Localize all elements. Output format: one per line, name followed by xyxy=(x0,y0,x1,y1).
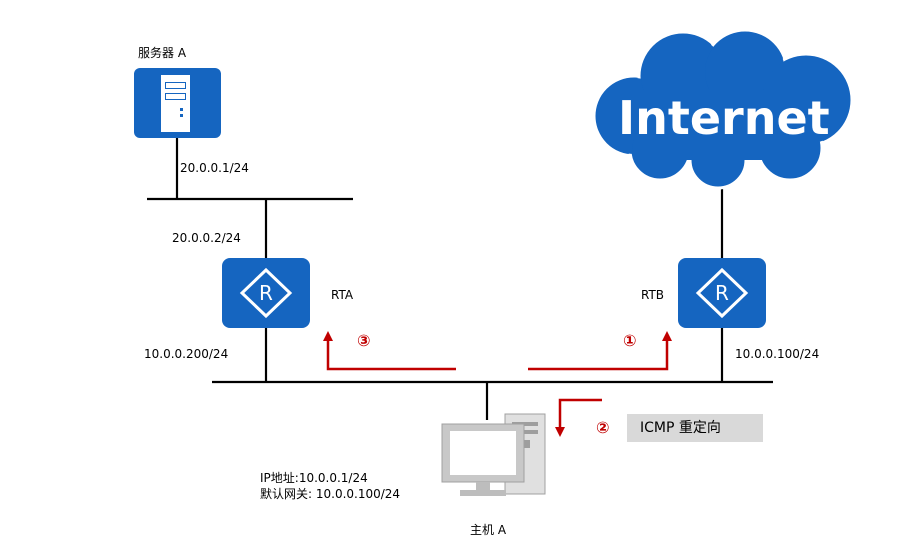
arrow-step2 xyxy=(555,398,602,437)
step1-marker: ① xyxy=(623,331,637,350)
desktop-computer-icon[interactable] xyxy=(441,413,546,496)
rta-lower-ip-label: 10.0.0.200/24 xyxy=(144,347,229,361)
rtb-ip-label: 10.0.0.100/24 xyxy=(735,347,820,361)
svg-text:R: R xyxy=(259,281,273,305)
server-icon[interactable] xyxy=(134,68,221,138)
rta-upper-ip-label: 20.0.0.2/24 xyxy=(172,231,241,245)
step2-marker: ② xyxy=(596,418,610,437)
svg-text:R: R xyxy=(715,281,729,305)
internet-label: Internet xyxy=(618,91,830,145)
router-icon[interactable]: R xyxy=(222,258,310,328)
arrow-step3 xyxy=(323,331,456,371)
server-label: 服务器 A xyxy=(138,46,187,60)
icmp-redirect-label: ICMP 重定向 xyxy=(640,420,721,436)
rta-label: RTA xyxy=(331,288,354,302)
host-ip-label: IP地址:10.0.0.1/24 xyxy=(260,471,368,485)
cloud-icon xyxy=(592,28,854,190)
server-ip-label: 20.0.0.1/24 xyxy=(180,161,249,175)
step3-marker: ③ xyxy=(357,331,371,350)
redirect-arrows xyxy=(323,331,672,437)
host-gateway-label: 默认网关: 10.0.0.100/24 xyxy=(260,487,401,501)
rtb-label: RTB xyxy=(641,288,665,302)
host-label: 主机 A xyxy=(470,523,507,537)
router-icon[interactable]: R xyxy=(678,258,766,328)
arrow-step1 xyxy=(528,331,672,371)
icmp-redirect-box xyxy=(627,414,763,442)
